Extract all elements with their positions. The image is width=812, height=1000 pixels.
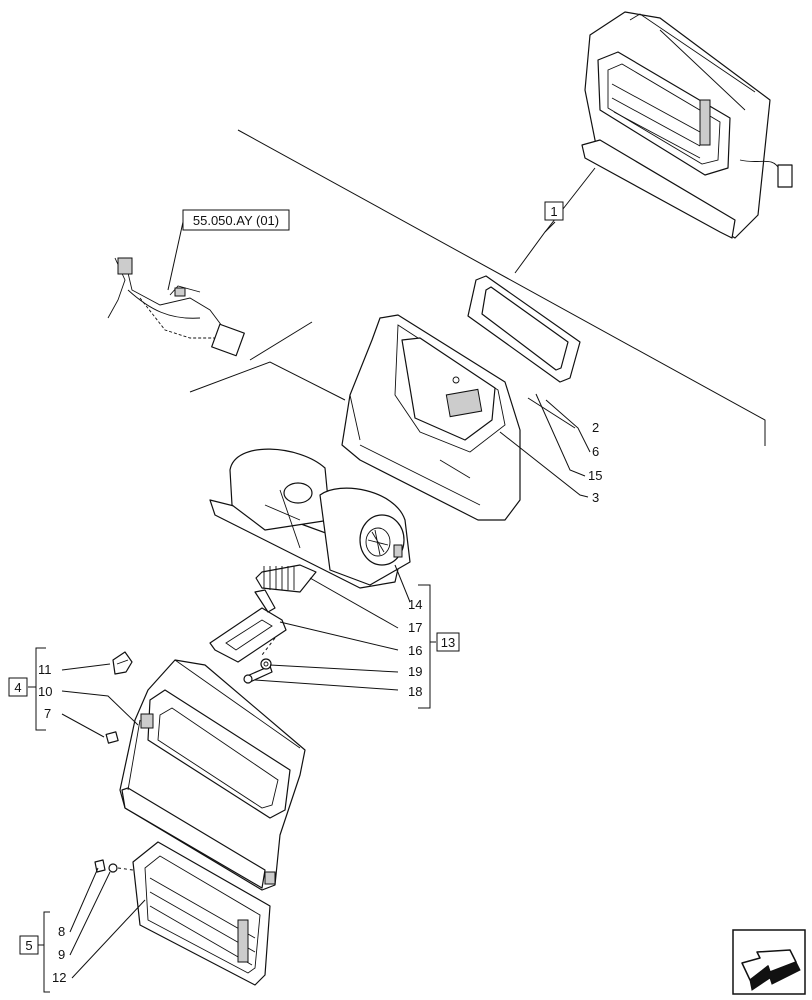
clip	[105, 731, 119, 744]
callout-box-13	[436, 632, 460, 652]
callout-box-4	[8, 677, 28, 697]
knob	[112, 651, 133, 675]
callout-12: 12	[52, 970, 66, 985]
housing	[341, 314, 521, 521]
blower-fan	[209, 448, 411, 589]
callout-19: 19	[408, 664, 422, 679]
bracket	[209, 589, 287, 663]
callout-17: 17	[408, 620, 422, 635]
callout-box-5	[19, 935, 39, 955]
callout-16: 16	[408, 643, 422, 658]
heater-unit-assembly	[581, 11, 793, 239]
callout-8: 8	[58, 924, 65, 939]
grille-washer	[108, 863, 118, 873]
resistor	[255, 564, 317, 593]
callout-box-1	[544, 201, 564, 221]
callout-7: 7	[44, 706, 51, 721]
wiring-harness	[107, 257, 245, 357]
callout-11: 11	[38, 662, 52, 677]
callout-9: 9	[58, 947, 65, 962]
washer	[260, 658, 272, 670]
reference-box	[182, 209, 290, 231]
callout-2: 2	[592, 420, 599, 435]
callout-6: 6	[592, 444, 599, 459]
callout-14: 14	[408, 597, 422, 612]
callout-3: 3	[592, 490, 599, 505]
reference-label: 55.050.AY (01)	[193, 213, 279, 228]
callout-18: 18	[408, 684, 422, 699]
callout-10: 10	[38, 684, 52, 699]
lower-housing	[119, 659, 306, 891]
callout-5: 5	[25, 938, 32, 953]
callout-13: 13	[441, 635, 455, 650]
callout-4: 4	[14, 680, 21, 695]
vent-grille	[132, 841, 271, 986]
arrow-icon[interactable]	[732, 929, 806, 995]
screw	[243, 665, 273, 684]
callout-15: 15	[588, 468, 602, 483]
callout-1: 1	[550, 204, 557, 219]
seal-frame	[467, 275, 581, 383]
